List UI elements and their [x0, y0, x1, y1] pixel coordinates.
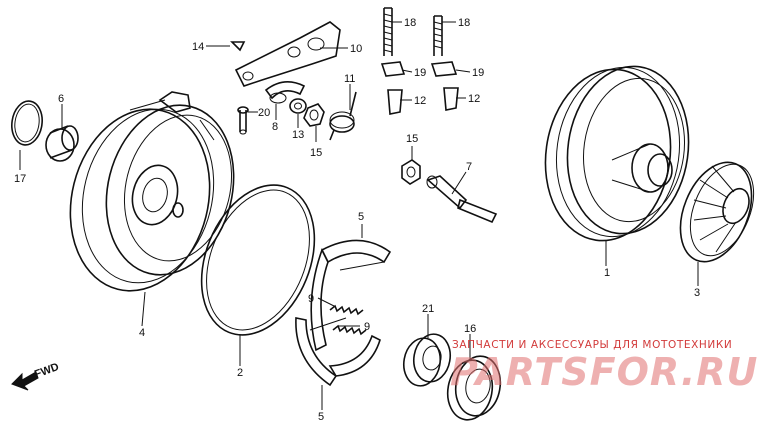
brake-panel-part-4 — [69, 91, 235, 292]
label-part-9a: 9 — [308, 293, 314, 305]
label-part-9b: 9 — [364, 321, 370, 333]
label-part-2: 2 — [237, 367, 243, 379]
shoe-springs-part-9 — [329, 304, 367, 336]
label-part-15a: 15 — [310, 147, 322, 159]
indicator-plate-part-14 — [230, 41, 246, 52]
label-part-12a: 12 — [414, 95, 426, 107]
part-number-labels: 1 2 3 4 5 5 6 7 8 9 9 10 11 12 12 13 14 … — [14, 17, 700, 423]
cam-shaft-part-7 — [426, 175, 498, 224]
brake-arm-part-10 — [234, 21, 341, 87]
forward-label: FWD — [33, 361, 61, 381]
forward-arrow-icon — [11, 371, 39, 391]
pins-part-12 — [387, 87, 459, 115]
bearing-part-21 — [402, 333, 452, 387]
label-part-11: 11 — [344, 73, 355, 85]
label-part-15b: 15 — [406, 133, 418, 145]
return-spring-part-11 — [329, 91, 357, 141]
seal-ring-part-2 — [200, 184, 316, 336]
caps-part-19 — [380, 61, 458, 77]
wheel-hub-part-1 — [544, 65, 690, 242]
watermark: ЗАПЧАСТИ И АКСЕССУАРЫ ДЛЯ МОТОТЕХНИКИ PA… — [450, 339, 758, 394]
label-part-5b: 5 — [318, 411, 324, 423]
label-part-10: 10 — [350, 43, 362, 55]
bolts-part-18 — [383, 7, 443, 56]
leader-lines — [19, 21, 699, 410]
label-part-8: 8 — [272, 121, 278, 133]
label-part-16: 16 — [464, 323, 476, 335]
hub-cap-part-3 — [679, 161, 755, 263]
label-part-20: 20 — [258, 107, 270, 119]
label-part-1: 1 — [604, 267, 610, 279]
label-part-12b: 12 — [468, 93, 480, 105]
label-part-7: 7 — [466, 161, 472, 173]
watermark-brand: PARTSFOR.RU — [450, 350, 758, 394]
label-part-14: 14 — [192, 41, 204, 53]
label-part-13: 13 — [292, 129, 304, 141]
label-part-18a: 18 — [404, 17, 416, 29]
label-part-3: 3 — [694, 287, 700, 299]
bolt-part-20 — [237, 106, 249, 135]
label-part-6: 6 — [58, 93, 64, 105]
watermark-tagline: ЗАПЧАСТИ И АКСЕССУАРЫ ДЛЯ МОТОТЕХНИКИ — [452, 339, 732, 351]
label-part-5a: 5 — [358, 211, 364, 223]
label-part-19b: 19 — [472, 67, 484, 79]
washer-part-13 — [289, 98, 307, 114]
snap-ring-part-17 — [11, 100, 43, 146]
forward-direction-marker: FWD — [11, 361, 61, 391]
nut-part-15-upper — [303, 103, 325, 127]
label-part-19a: 19 — [414, 67, 426, 79]
label-part-4: 4 — [139, 327, 145, 339]
label-part-18b: 18 — [458, 17, 470, 29]
collar-part-6 — [45, 125, 79, 162]
label-part-21: 21 — [422, 303, 434, 315]
oil-seal-part-16 — [446, 355, 502, 421]
brake-shoes-part-5 — [295, 239, 392, 387]
cam-part-8 — [264, 81, 306, 104]
label-part-17: 17 — [14, 173, 26, 185]
nut-part-15-lower — [401, 159, 421, 185]
